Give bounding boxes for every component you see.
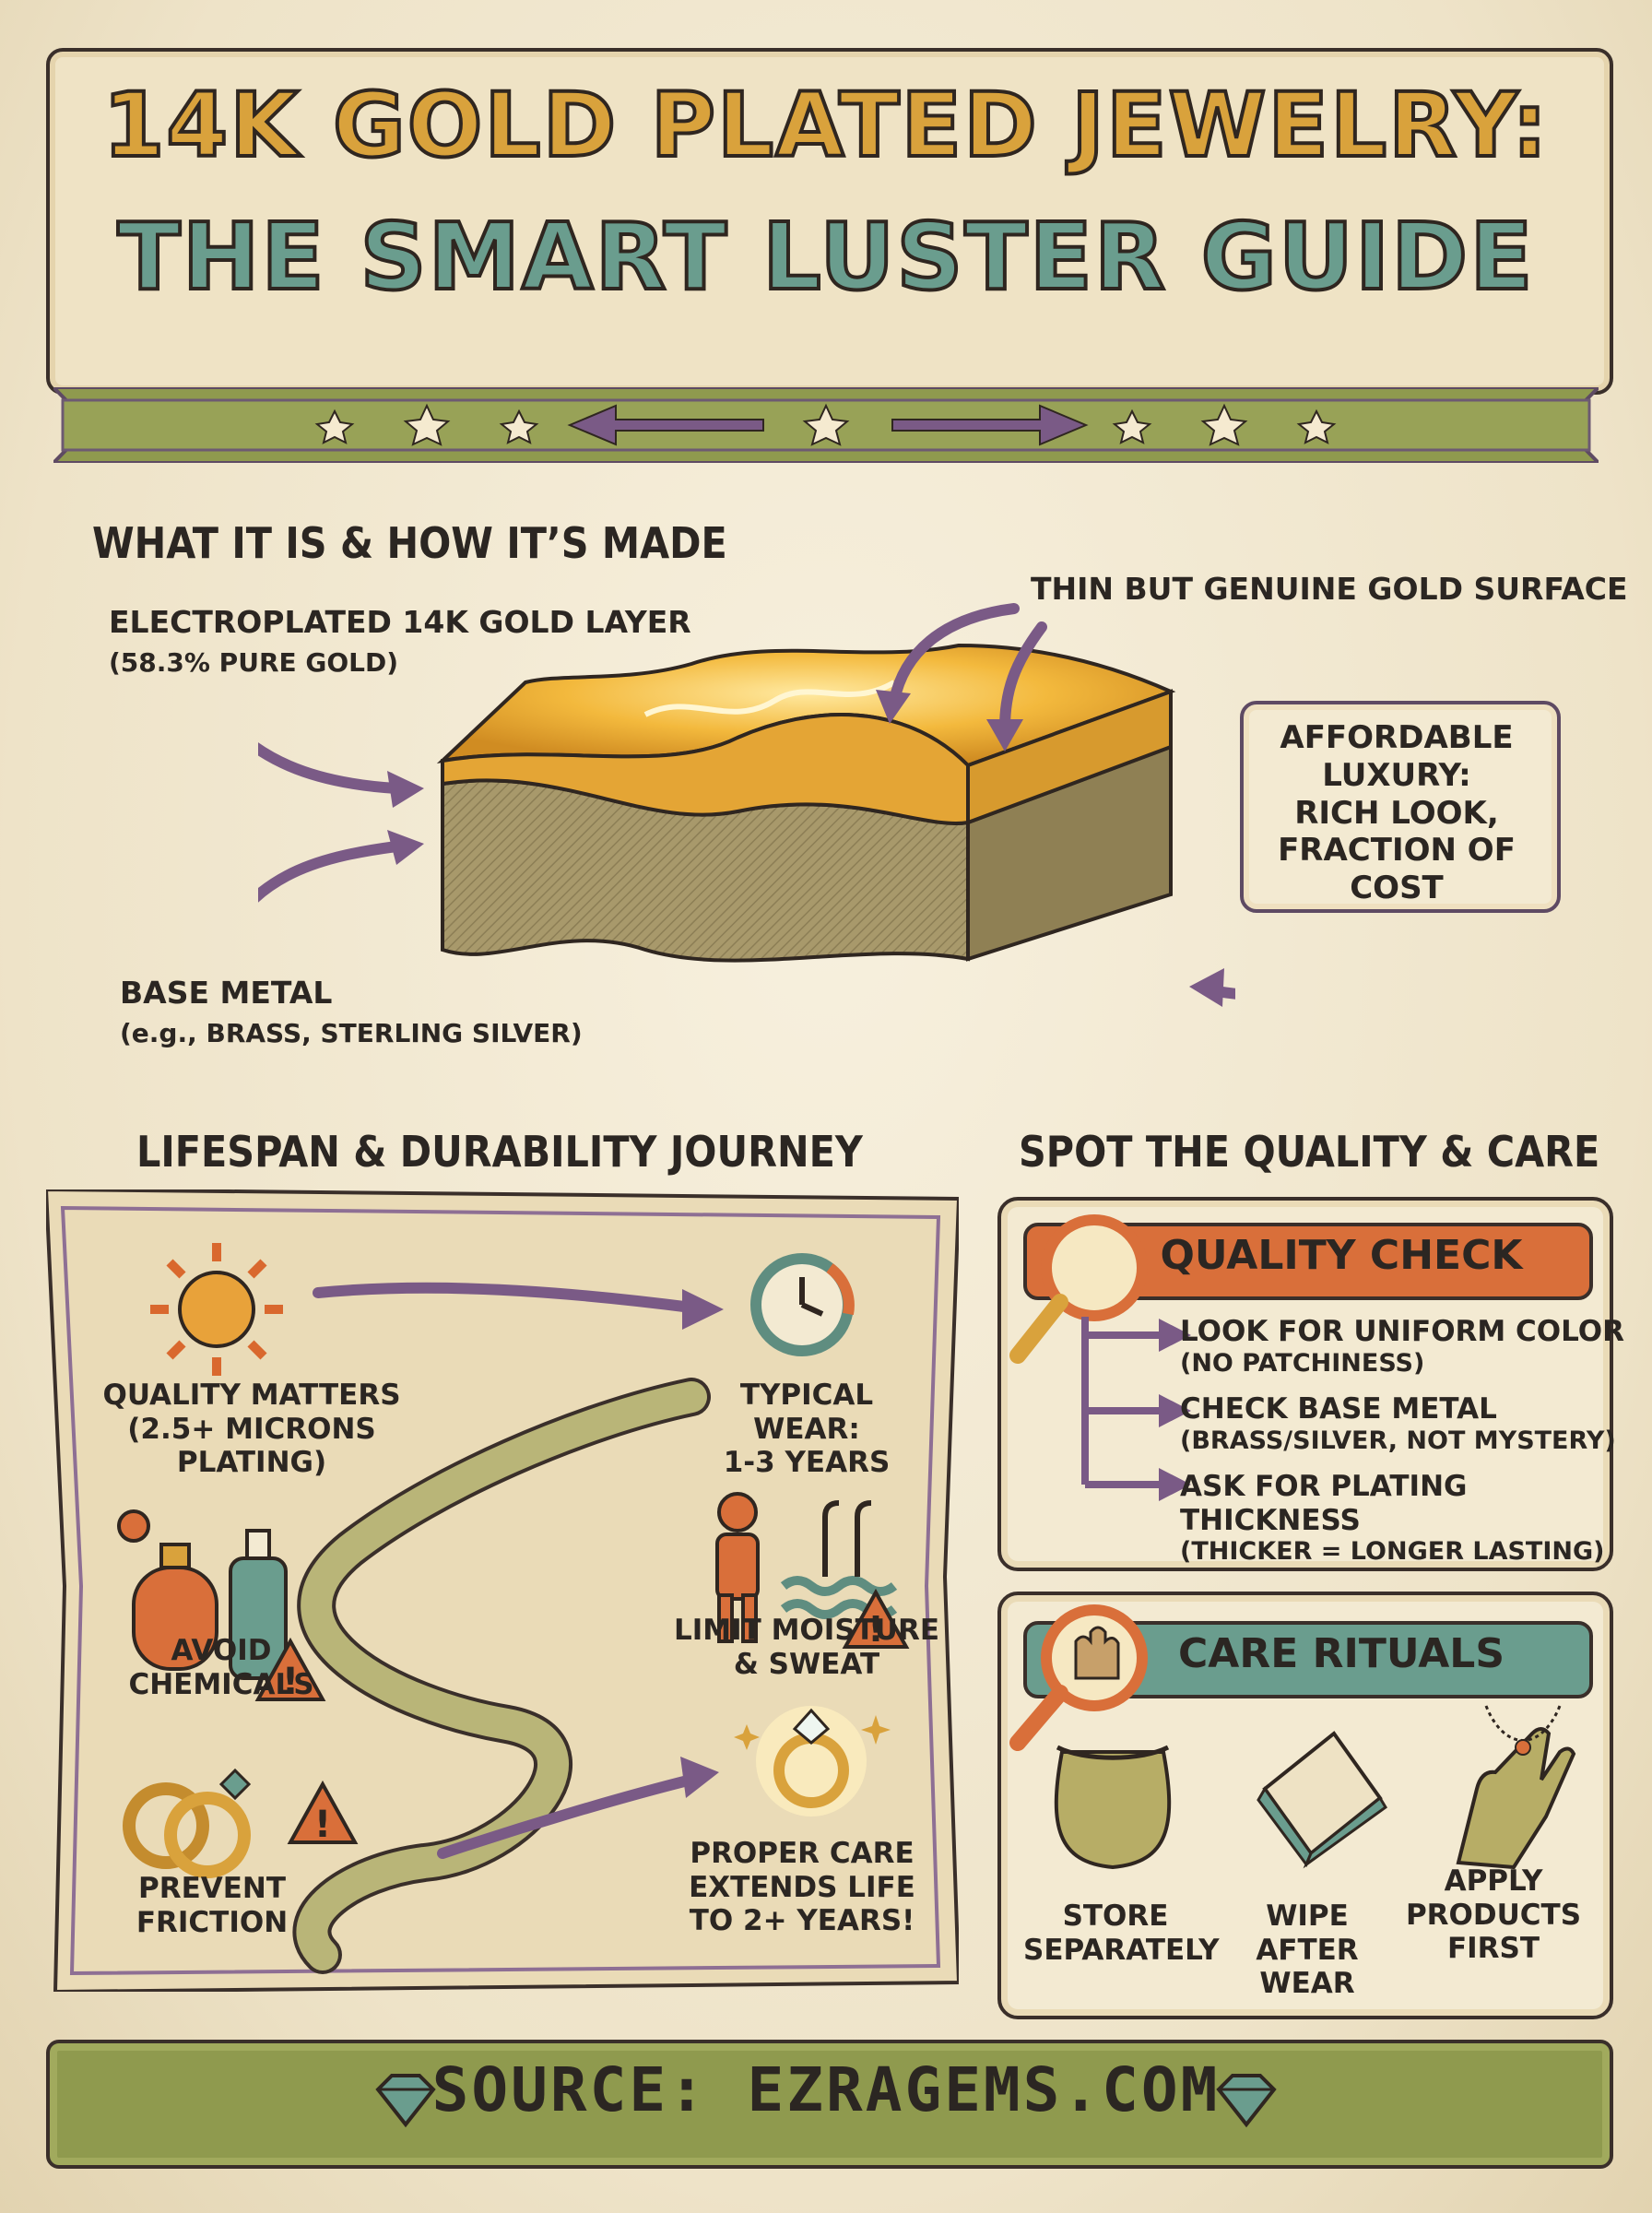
journey-map-illustration: ! ! ! <box>46 1189 959 1992</box>
title-panel <box>46 48 1613 395</box>
arrow-right-icon <box>680 1757 719 1798</box>
arrow-left-icon <box>567 404 764 446</box>
prevent-friction-label: PREVENT FRICTION <box>136 1872 289 1939</box>
arrow-right-icon <box>1159 1319 1191 1352</box>
gold-layer-label: ELECTROPLATED 14K GOLD LAYER <box>109 604 691 640</box>
source-text[interactable]: SOURCE: EZRAGEMS.COM <box>431 2054 1221 2125</box>
svg-text:!: ! <box>314 1804 331 1846</box>
base-metal-sublabel: (e.g., BRASS, STERLING SILVER) <box>120 1018 583 1048</box>
base-metal-label: BASE METAL <box>120 975 333 1011</box>
arrow-right-icon <box>682 1289 724 1330</box>
arrow-head-icon <box>1189 968 1224 1007</box>
magnifier-hand-icon <box>1009 1604 1148 1751</box>
arrow-right-icon <box>891 404 1089 446</box>
title-line-1: 14K GOLD PLATED JEWELRY: <box>101 72 1550 179</box>
star-icon <box>1296 408 1337 444</box>
perfume-bottle-icon <box>117 1509 218 1671</box>
typical-wear-label: TYPICAL WEAR: 1-3 YEARS <box>723 1379 891 1480</box>
ritual-wipe-label: WIPE AFTER WEAR <box>1256 1899 1359 2001</box>
avoid-chemicals-label: AVOID CHEMICALS <box>128 1634 314 1701</box>
sparkling-ring-icon <box>734 1706 891 1817</box>
magnifier-icon <box>1009 1214 1148 1364</box>
arrow-head-icon <box>387 771 424 808</box>
gold-layer-sublabel: (58.3% PURE GOLD) <box>109 647 399 678</box>
afford-line-2: LUXURY: <box>1322 756 1471 794</box>
warning-icon: ! <box>254 1637 326 1703</box>
afford-line-4: FRACTION OF COST <box>1278 832 1516 907</box>
footer-banner <box>46 2040 1613 2169</box>
star-icon <box>802 403 850 446</box>
plating-cross-section-illustration <box>258 603 1235 1007</box>
rings-icon <box>123 1768 252 1878</box>
quality-check-title: QUALITY CHECK <box>1160 1232 1523 1279</box>
care-rituals-illustration <box>1009 1604 1576 1870</box>
sun-icon <box>150 1243 283 1376</box>
afford-line-1: AFFORDABLE <box>1280 719 1514 756</box>
ritual-store-label: STORE SEPARATELY <box>1023 1899 1220 1967</box>
arrow-right-icon <box>1159 1394 1191 1427</box>
clock-icon <box>750 1253 855 1356</box>
decorative-ribbon <box>53 387 1599 463</box>
check-item-1: LOOK FOR UNIFORM COLOR (NO PATCHINESS) <box>1180 1315 1625 1378</box>
arrow-head-icon <box>986 719 1023 751</box>
star-icon <box>499 408 539 444</box>
pouch-icon <box>1054 1745 1172 1870</box>
proper-care-label: PROPER CARE EXTENDS LIFE TO 2+ YEARS! <box>689 1837 915 1938</box>
arrow-head-icon <box>387 830 424 865</box>
limit-moisture-label: LIMIT MOISTURE & SWEAT <box>673 1614 940 1681</box>
section-heading-lifespan: LIFESPAN & DURABILITY JOURNEY <box>136 1127 863 1177</box>
diamond-icon <box>375 2074 436 2128</box>
star-icon <box>314 408 355 444</box>
svg-text:!: ! <box>282 1661 299 1703</box>
afford-line-3: RICH LOOK, <box>1294 794 1499 832</box>
section-heading-made: WHAT IT IS & HOW IT’S MADE <box>92 518 727 568</box>
diamond-icon <box>1216 2074 1277 2128</box>
title-line-2: THE SMART LUSTER GUIDE <box>115 201 1535 313</box>
affordable-luxury-text: AFFORDABLE LUXURY: RICH LOOK, FRACTION O… <box>1240 719 1553 907</box>
sweating-person-icon <box>715 1492 760 1643</box>
care-rituals-title: CARE RITUALS <box>1177 1630 1505 1677</box>
star-icon <box>1200 403 1248 446</box>
check-item-2: CHECK BASE METAL (BRASS/SILVER, NOT MYST… <box>1180 1392 1616 1455</box>
svg-text:!: ! <box>867 1609 883 1650</box>
ritual-apply-label: APPLY PRODUCTS FIRST <box>1405 1864 1582 1966</box>
star-icon <box>403 403 451 446</box>
hand-necklace-icon <box>1456 1705 1576 1870</box>
surface-label: THIN BUT GENUINE GOLD SURFACE <box>1031 571 1628 607</box>
cloth-icon <box>1257 1731 1387 1869</box>
arrow-head-icon <box>876 690 911 724</box>
lotion-bottle-icon <box>229 1529 288 1680</box>
magnifier-tree-illustration <box>1009 1214 1191 1501</box>
section-heading-quality: SPOT THE QUALITY & CARE <box>1019 1127 1600 1177</box>
arrow-right-icon <box>1159 1468 1191 1501</box>
check-item-3: ASK FOR PLATING THICKNESS (THICKER = LON… <box>1180 1470 1605 1567</box>
warning-icon: ! <box>287 1780 359 1846</box>
warning-icon: ! <box>842 1588 910 1650</box>
quality-matters-label: QUALITY MATTERS (2.5+ MICRONS PLATING) <box>102 1379 401 1480</box>
star-icon <box>1112 408 1152 444</box>
affordable-luxury-callout <box>1240 701 1561 913</box>
